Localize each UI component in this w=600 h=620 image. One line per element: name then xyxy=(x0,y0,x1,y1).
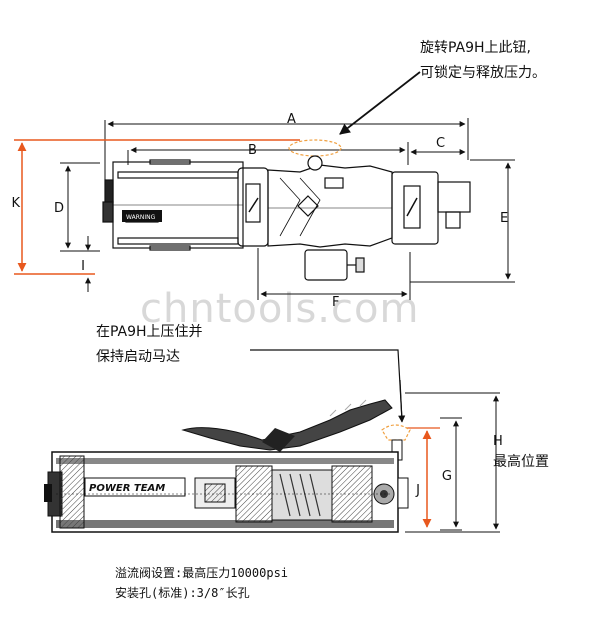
dim-j-label: J xyxy=(415,483,420,498)
middle-callout-line-1: 在PA9H上压住并 xyxy=(96,324,203,340)
top-callout: 旋转PA9H上此钮, 可锁定与释放压力。 xyxy=(339,40,546,135)
dim-c-label: C xyxy=(436,136,445,151)
dim-e-label: E xyxy=(500,211,508,226)
middle-callout-line-2: 保持启动马达 xyxy=(96,349,180,365)
dim-h-label: H xyxy=(493,434,503,449)
dim-i-label: I xyxy=(81,259,85,274)
dim-d-label: D xyxy=(54,201,64,216)
dim-k-label: K xyxy=(11,196,20,211)
top-callout-line-1: 旋转PA9H上此钮, xyxy=(420,40,531,56)
top-callout-line-2: 可锁定与释放压力。 xyxy=(420,65,546,81)
top-callout-arrow xyxy=(339,71,421,135)
middle-callout-arrow xyxy=(398,379,406,423)
dim-f-label: F xyxy=(332,295,339,310)
release-knob-top xyxy=(288,139,342,157)
warning-text: WARNING xyxy=(126,214,156,221)
dim-a-label: A xyxy=(287,112,296,127)
max-position-label: 最高位置 xyxy=(493,453,549,470)
brand-label: POWER TEAM xyxy=(89,483,165,494)
dim-g-label: G xyxy=(442,469,452,484)
middle-callout: 在PA9H上压住并 保持启动马达 xyxy=(96,324,406,423)
note-mounting-holes: 安装孔(标准):3/8″长孔 xyxy=(115,585,250,600)
dim-b-label: B xyxy=(248,143,257,158)
note-relief-valve: 溢流阀设置:最高压力10000psi xyxy=(115,565,288,580)
warning-plate: WARNING xyxy=(122,210,162,222)
notes: 溢流阀设置:最高压力10000psi 安装孔(标准):3/8″长孔 xyxy=(115,565,288,600)
side-view: H 最高位置 G J POWER TEAM xyxy=(44,392,549,533)
release-knob-side xyxy=(381,424,411,441)
top-view: A B C K D I E F xyxy=(11,112,515,310)
